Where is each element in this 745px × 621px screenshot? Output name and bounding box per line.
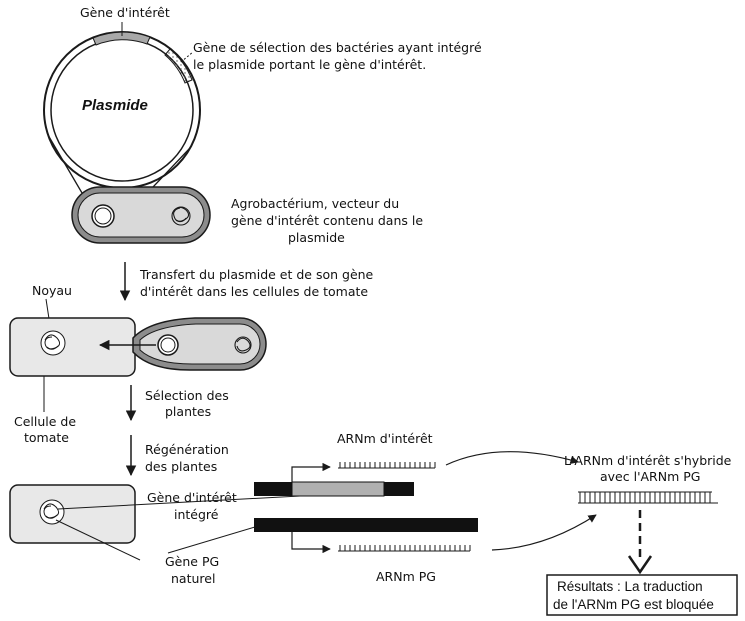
gene-integre-label-line1: Gène d'intérêt <box>147 490 237 505</box>
gene-interet-integre-bar <box>254 481 414 497</box>
agro-label-line3: plasmide <box>288 230 345 245</box>
transcription-arrow-pg <box>291 532 331 554</box>
resultats-line1: Résultats : La traduction <box>557 579 703 594</box>
cellule-label-line2: tomate <box>24 430 69 445</box>
gene-interet-segment <box>92 31 151 46</box>
resultats-line2: de l'ARNm PG est bloquée <box>553 597 714 612</box>
arnm-pg-strand <box>338 545 471 552</box>
gene-selection-label-line1: Gène de sélection des bactéries ayant in… <box>193 40 482 55</box>
gene-pg-label-line1: Gène PG <box>165 554 219 569</box>
hybride-label-line1: L'ARNm d'intérêt s'hybride <box>564 453 732 468</box>
noyau-label: Noyau <box>32 283 72 298</box>
arnm-interet-strand <box>338 462 436 469</box>
cellule-label-line1: Cellule de <box>14 414 76 429</box>
nucleus-chromatin <box>44 334 61 350</box>
transfert-label-line1: Transfert du plasmide et de son gène <box>139 267 374 282</box>
gene-interet-label: Gène d'intérêt <box>80 5 170 20</box>
hybride-label-line2: avec l'ARNm PG <box>600 469 700 484</box>
bacterial-chromosome <box>171 206 191 226</box>
transcription-arrow-interet <box>291 462 331 482</box>
arnm-interet-label: ARNm d'intérêt <box>337 431 433 446</box>
dashed-arrow-head <box>627 555 653 575</box>
gene-selection-segment <box>164 48 193 84</box>
gene-integre-label-line2: intégré <box>174 507 219 522</box>
selection-label-line2: plantes <box>165 404 211 419</box>
hybrid-duplex <box>578 491 718 504</box>
tomato-cell-transgenic <box>9 484 136 544</box>
tomato-cell-infected <box>9 317 136 377</box>
plasmide-label: Plasmide <box>82 97 148 114</box>
agro-label-line1: Agrobactérium, vecteur du <box>231 196 399 211</box>
regeneration-label-line1: Régénération <box>145 442 229 457</box>
selection-label-line1: Sélection des <box>145 388 229 403</box>
plasmid: Plasmide <box>43 31 201 189</box>
agro-label-line2: gène d'intérêt contenu dans le <box>231 213 423 228</box>
gene-selection-label-line2: le plasmide portant le gène d'intérêt. <box>193 57 426 72</box>
transfert-label-line2: d'intérêt dans les cellules de tomate <box>140 284 368 299</box>
curve-arrow-pg <box>491 514 597 551</box>
curve-arrow-interet <box>445 451 579 466</box>
agrobacterium <box>71 186 211 244</box>
bacteria-attached <box>132 317 267 371</box>
gene-pg-label-line2: naturel <box>171 571 215 586</box>
regeneration-label-line2: des plantes <box>145 459 217 474</box>
arnm-pg-label: ARNm PG <box>376 569 436 584</box>
gene-pg-bar <box>254 518 478 532</box>
resultats-box: Résultats : La traduction de l'ARNm PG e… <box>546 574 738 616</box>
